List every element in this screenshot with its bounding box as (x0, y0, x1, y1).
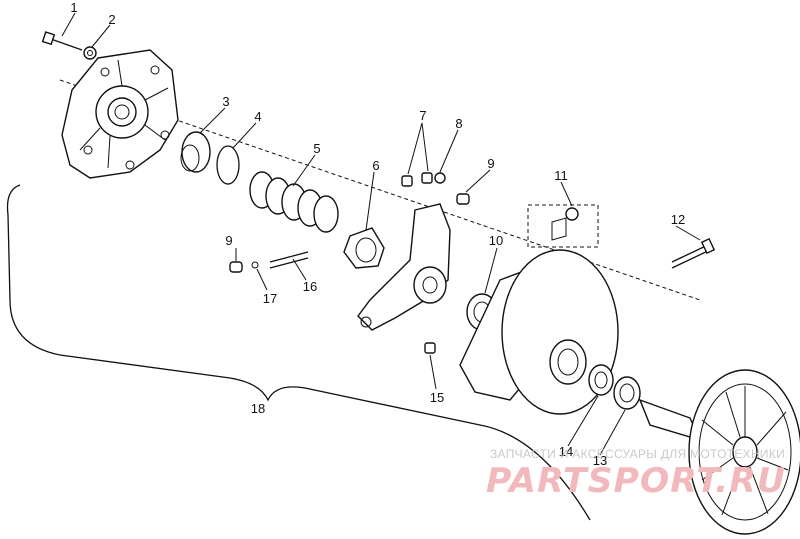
callout-9-upper: 9 (487, 156, 494, 171)
part-moveable-sheave (459, 249, 619, 415)
part-pin-assembly (229, 251, 309, 273)
part-snap-ring (216, 145, 240, 185)
part-small-hardware (401, 172, 470, 205)
part-roller-bracket (527, 204, 599, 248)
part-bushing-14 (588, 364, 614, 396)
watermark-tagline: ЗАПЧАСТИ И АКСЕССУАРЫ ДЛЯ МОТОТЕХНИКИ (490, 447, 785, 461)
watermark-logo: PARTSPORT.RU (486, 461, 786, 501)
part-bushing-13 (613, 376, 641, 410)
part-roller-spider (343, 227, 385, 269)
part-fixed-sheave (638, 369, 800, 535)
part-washer (83, 46, 97, 60)
callout-5: 5 (313, 141, 320, 156)
part-weight-arm (357, 203, 451, 331)
callout-12: 12 (671, 212, 685, 227)
assembly-brace (6, 184, 591, 521)
callout-14: 14 (559, 444, 573, 459)
callout-11: 11 (554, 168, 568, 183)
part-spring (249, 171, 339, 233)
callout-18: 18 (251, 401, 265, 416)
part-cover-plate (61, 49, 179, 179)
watermark: ЗАПЧАСТИ И АКСЕССУАРЫ ДЛЯ МОТОТЕХНИКИ PA… (486, 447, 786, 501)
callout-4: 4 (254, 109, 261, 124)
part-bolt (41, 31, 83, 51)
callout-7: 7 (419, 108, 426, 123)
part-bushing (180, 131, 211, 173)
callout-9-lower: 9 (225, 233, 232, 248)
callout-1: 1 (70, 0, 77, 15)
callout-16: 16 (303, 279, 317, 294)
callout-17: 17 (263, 291, 277, 306)
leader-lines (61, 12, 701, 456)
callout-13: 13 (593, 453, 607, 468)
callout-15: 15 (430, 390, 444, 405)
callout-labels: 1 2 3 4 5 6 7 8 9 9 10 11 12 13 14 15 16… (70, 0, 685, 468)
callout-8: 8 (455, 116, 462, 131)
callout-2: 2 (108, 12, 115, 27)
callout-3: 3 (222, 94, 229, 109)
part-long-bolt (671, 237, 716, 269)
callout-10: 10 (489, 233, 503, 248)
part-nut (424, 342, 436, 354)
callout-6: 6 (372, 158, 379, 173)
